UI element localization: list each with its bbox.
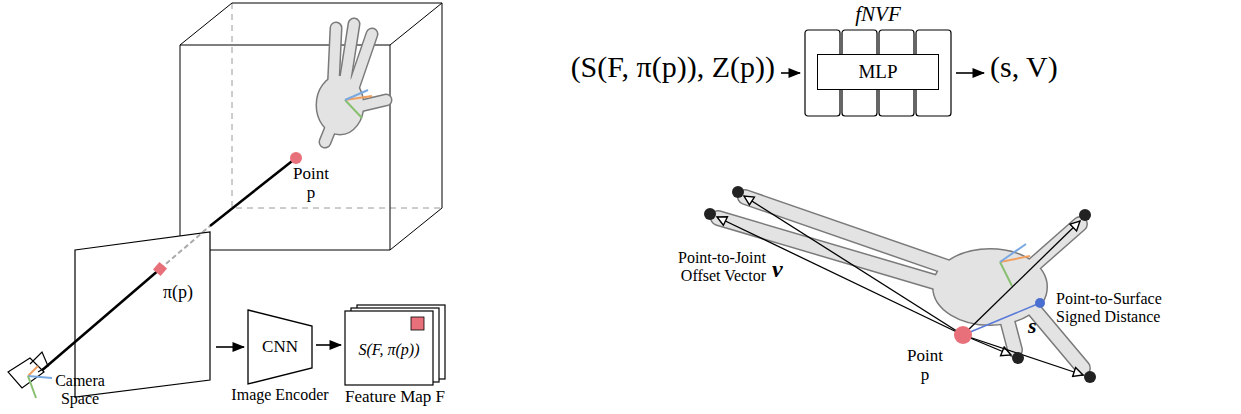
projected-point xyxy=(153,262,167,276)
axis-x xyxy=(28,366,38,376)
joint-dot xyxy=(704,208,716,220)
axis-y xyxy=(1000,262,1012,286)
sampled-feature xyxy=(411,317,424,330)
joint-dot xyxy=(1012,352,1024,364)
input-arrow xyxy=(781,72,800,74)
node-text: S(F, π(p)) xyxy=(345,335,433,365)
offset-vector xyxy=(744,196,963,335)
annotation-label: Point-to-Surface Signed Distance xyxy=(1056,290,1188,326)
axis-z xyxy=(345,90,368,100)
annotation-label: (S(F, π(p)), Z(p)) xyxy=(571,50,775,84)
node-text: CNN xyxy=(248,310,312,384)
feature-map: S(F, π(p))Feature Map F xyxy=(345,305,445,385)
hand-outline xyxy=(322,24,386,142)
axis-z xyxy=(28,376,52,378)
camera-ray xyxy=(40,269,160,372)
annotation-label: Point p xyxy=(289,164,333,202)
camera-lens xyxy=(30,352,48,372)
node-text: π(p) xyxy=(163,282,193,302)
annotation-label: Point p xyxy=(904,346,946,384)
box-hidden-edge xyxy=(180,3,442,250)
camera-icon xyxy=(8,352,48,388)
joints xyxy=(704,186,1096,383)
box-edge xyxy=(180,3,442,250)
query-point xyxy=(290,152,302,164)
annotation-label: Camera Space xyxy=(48,372,112,408)
node-text: fNVF xyxy=(855,3,901,27)
encoder-trapezoid: CNNImage Encoder xyxy=(248,310,312,384)
surface-point xyxy=(1035,298,1045,308)
nvf-network: fNVFMLP xyxy=(805,30,951,116)
node-heading: Image Encoder xyxy=(231,386,328,404)
annotation-label: s xyxy=(1028,314,1037,339)
mlp-box: MLP xyxy=(817,54,939,90)
hand-outline xyxy=(718,197,1083,368)
query-point xyxy=(954,326,972,344)
joint-dot xyxy=(1079,209,1091,221)
axis-y xyxy=(345,100,362,118)
annotation-label: v xyxy=(772,256,783,283)
flow-arrow xyxy=(316,344,341,346)
camera-ray xyxy=(210,158,296,226)
node-heading: Feature Map F xyxy=(345,387,445,406)
node-text: MLP xyxy=(818,55,938,89)
joint-dot xyxy=(1084,371,1096,383)
flow-arrow xyxy=(216,346,244,348)
hand-fill xyxy=(718,197,1083,368)
annotation-label: Point-to-Joint Offset Vector xyxy=(652,249,766,285)
feature-map-layer xyxy=(345,311,433,385)
joint-dot xyxy=(732,186,744,198)
offset-vector xyxy=(963,335,1083,375)
camera-body xyxy=(8,358,44,388)
offset-vectors xyxy=(717,196,1083,375)
hand-3d xyxy=(718,197,1083,368)
output-arrow xyxy=(956,72,984,74)
hand-fill xyxy=(322,24,386,142)
axis-z xyxy=(1000,244,1026,262)
hand-3d xyxy=(322,24,386,142)
encoder-outline xyxy=(248,310,312,384)
axis-y xyxy=(28,376,36,398)
annotation-label: (s, V) xyxy=(990,50,1058,84)
